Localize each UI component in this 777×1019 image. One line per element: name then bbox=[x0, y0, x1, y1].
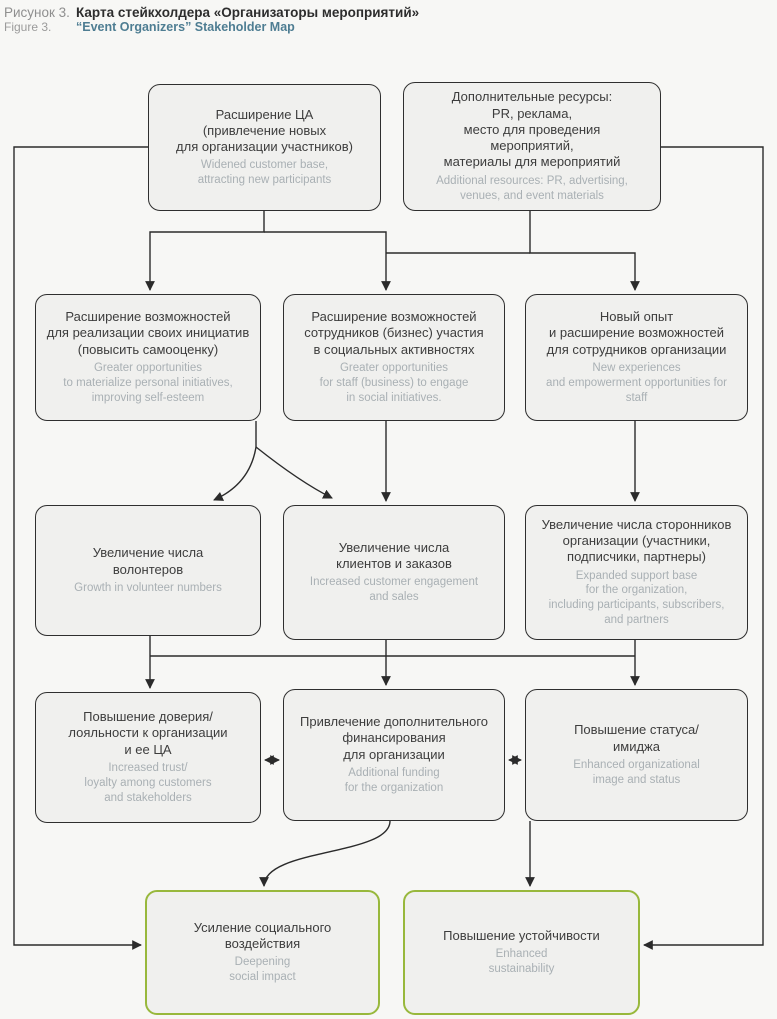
node-social-impact: Усиление социального воздействия Deepeni… bbox=[145, 890, 380, 1015]
node-text-en: Increased customer engagement and sales bbox=[309, 576, 479, 604]
node-text-en: Additional funding for the organization bbox=[344, 766, 444, 794]
figure-title-ru: Карта стейкхолдера «Организаторы меропри… bbox=[76, 5, 420, 20]
figure-title-en-row: Figure 3. “Event Organizers” Stakeholder… bbox=[4, 20, 419, 34]
node-text-ru: Дополнительные ресурсы: PR, реклама, мес… bbox=[443, 89, 621, 170]
node-additional-resources: Дополнительные ресурсы: PR, реклама, мес… bbox=[403, 82, 661, 211]
node-text-ru: Увеличение числа сторонников организации… bbox=[541, 516, 732, 565]
node-text-ru: Расширение возможностей для реализации с… bbox=[46, 309, 250, 357]
node-text-ru: Усиление социального воздействия bbox=[193, 919, 332, 952]
node-customer-growth: Увеличение числа клиентов и заказов Incr… bbox=[283, 505, 505, 640]
node-text-en: Additional resources: PR, advertising, v… bbox=[436, 174, 628, 202]
node-text-en: Increased trust/ loyalty among customers… bbox=[84, 761, 212, 804]
node-text-ru: Увеличение числа клиентов и заказов bbox=[336, 539, 452, 572]
edge-customerbase-to-staffengagement bbox=[264, 231, 391, 291]
node-additional-funding: Привлечение дополнительного финансирован… bbox=[283, 689, 505, 821]
figure-header: Рисунок 3. Карта стейкхолдера «Организат… bbox=[4, 5, 419, 34]
node-volunteer-growth: Увеличение числа волонтеров Growth in vo… bbox=[35, 505, 261, 636]
node-new-experiences: Новый опыт и расширение возможностей для… bbox=[525, 294, 748, 421]
node-text-ru: Привлечение дополнительного финансирован… bbox=[300, 714, 488, 762]
node-sustainability: Повышение устойчивости Enhanced sustaina… bbox=[403, 890, 640, 1015]
edge-funding-to-socialimpact bbox=[259, 820, 391, 887]
node-text-en: Greater opportunities to materialize per… bbox=[63, 361, 233, 404]
figure-title-en: “Event Organizers” Stakeholder Map bbox=[76, 20, 295, 34]
figure-label-en: Figure 3. bbox=[4, 20, 52, 34]
node-text-en: Expanded support base for the organizati… bbox=[548, 569, 725, 627]
node-text-en: Growth in volunteer numbers bbox=[74, 581, 222, 594]
node-text-en: Deepening social impact bbox=[229, 956, 296, 984]
figure-label-ru: Рисунок 3. bbox=[4, 5, 70, 20]
node-text-ru: Расширение ЦА (привлечение новых для орг… bbox=[176, 106, 353, 155]
figure-title-ru-row: Рисунок 3. Карта стейкхолдера «Организат… bbox=[4, 5, 419, 20]
node-text-en: Enhanced sustainability bbox=[488, 948, 555, 976]
node-personal-initiatives: Расширение возможностей для реализации с… bbox=[35, 294, 261, 421]
node-supporter-growth: Увеличение числа сторонников организации… bbox=[525, 505, 748, 640]
node-text-en: Widened customer base, attracting new pa… bbox=[197, 159, 332, 187]
node-text-ru: Повышение статуса/ имиджа bbox=[574, 722, 699, 754]
node-text-ru: Увеличение числа волонтеров bbox=[92, 545, 204, 577]
node-text-ru: Новый опыт и расширение возможностей для… bbox=[546, 309, 727, 357]
edge-initiatives-to-customers bbox=[255, 446, 333, 499]
node-widened-customer-base: Расширение ЦА (привлечение новых для орг… bbox=[148, 84, 381, 211]
edge-initiatives-to-volunteers bbox=[213, 446, 257, 501]
node-text-ru: Расширение возможностей сотрудников (биз… bbox=[304, 309, 484, 357]
edge-resources-to-newexperiences bbox=[529, 211, 640, 291]
node-staff-engagement: Расширение возможностей сотрудников (биз… bbox=[283, 294, 505, 421]
node-status-image: Повышение статуса/ имиджа Enhanced organ… bbox=[525, 689, 748, 821]
node-text-en: New experiences and empowerment opportun… bbox=[546, 361, 727, 404]
node-text-ru: Повышение устойчивости bbox=[443, 927, 600, 943]
node-text-en: Enhanced organizational image and status bbox=[573, 758, 700, 786]
edge-customerbase-to-initiatives bbox=[145, 211, 265, 291]
node-text-en: Greater opportunities for staff (busines… bbox=[319, 361, 469, 404]
node-trust-loyalty: Повышение доверия/ лояльности к организа… bbox=[35, 692, 261, 823]
node-text-ru: Повышение доверия/ лояльности к организа… bbox=[68, 709, 228, 757]
